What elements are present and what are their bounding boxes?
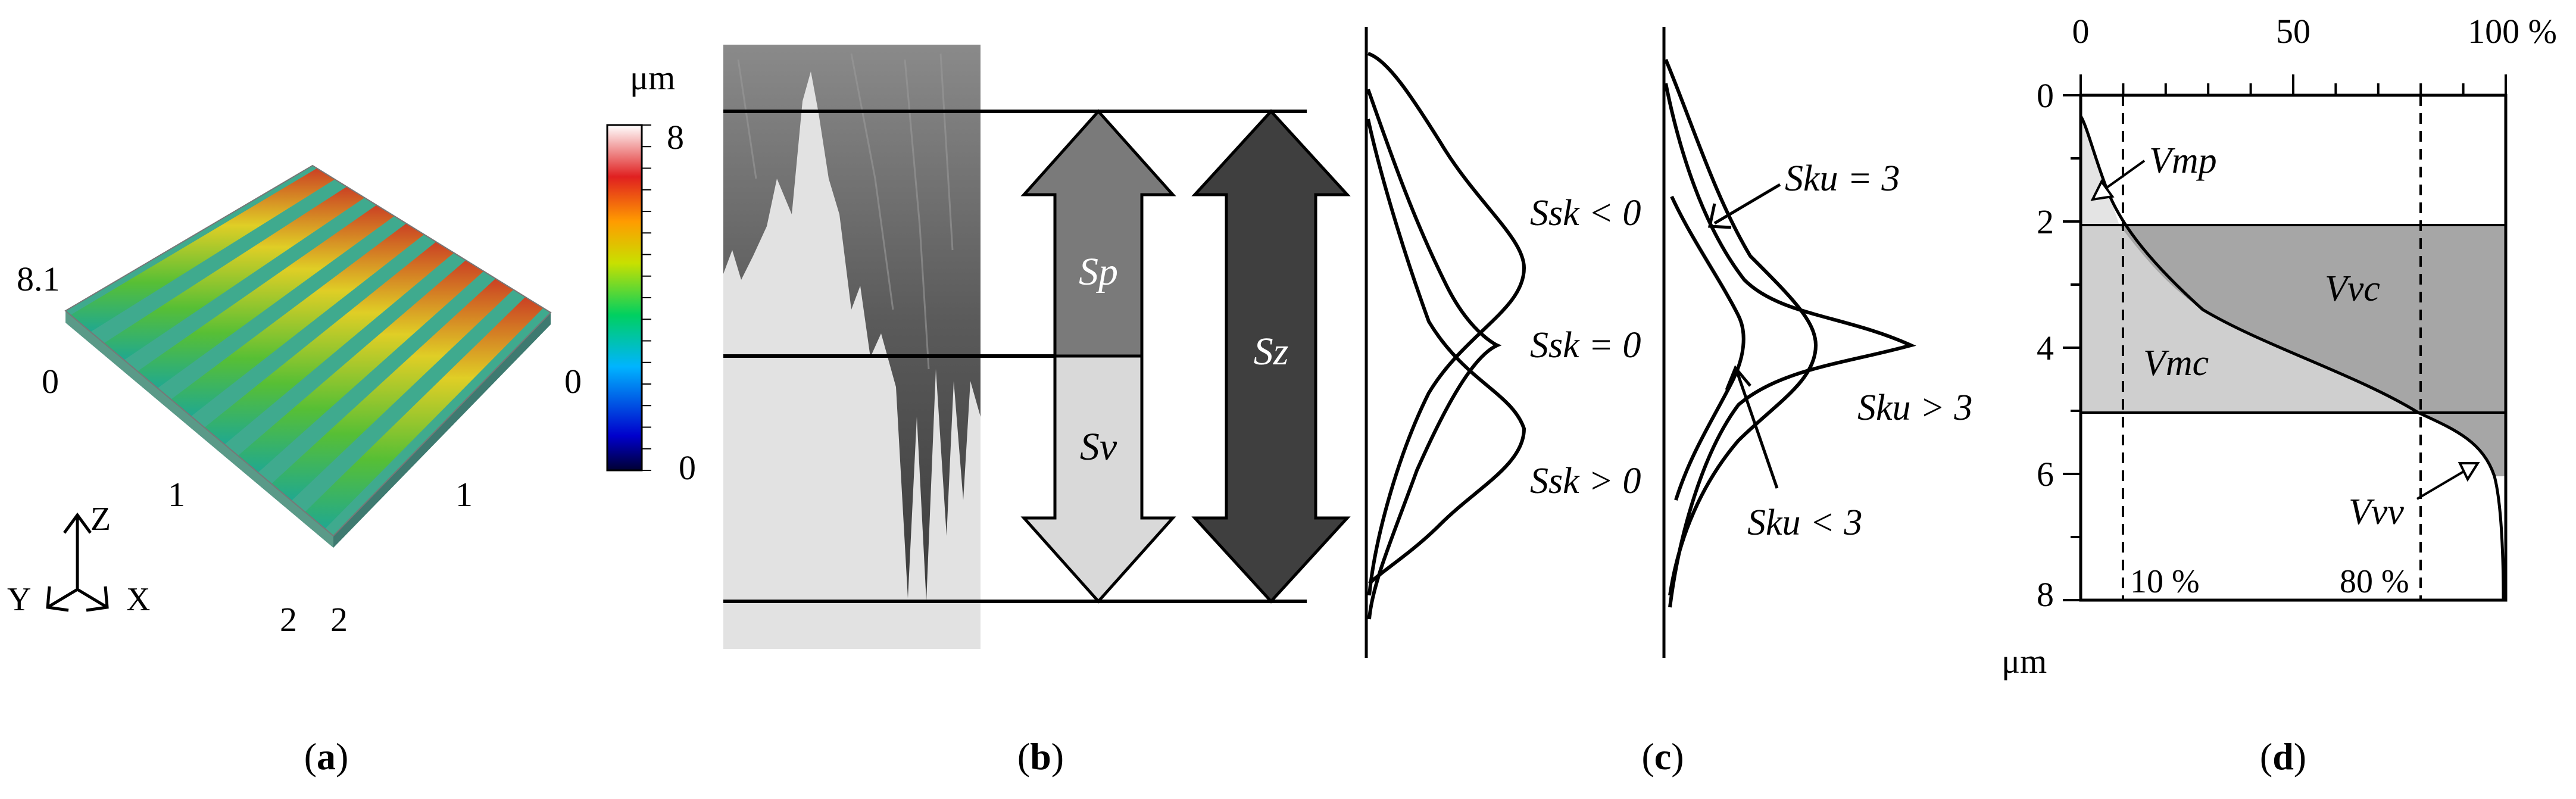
sku-lt-pointer-head xyxy=(1725,365,1751,391)
sku-eq-label: Sku = 3 xyxy=(1785,158,1900,199)
surface-outline xyxy=(64,164,552,537)
sku-lt-pointer xyxy=(1735,372,1779,489)
sku-normal-curve xyxy=(1664,58,1818,596)
colorbar-ticks xyxy=(642,124,651,471)
ssk-negative-curve xyxy=(1367,52,1526,596)
colorbar-min: 0 xyxy=(679,448,696,487)
vvv-label: Vvv xyxy=(2349,492,2404,532)
ssk-zero-curve xyxy=(1366,88,1502,620)
vmc-region xyxy=(2081,225,2418,413)
left-tick-8: 8 xyxy=(2037,575,2054,614)
vvv-region xyxy=(2418,413,2506,476)
sku-eq-pointer xyxy=(1713,183,1781,225)
top-tick-0: 0 xyxy=(2072,12,2090,51)
caption-b: (b) xyxy=(1017,735,1064,778)
sv-label: Sv xyxy=(1080,425,1117,469)
left-tick-4: 4 xyxy=(2037,329,2054,367)
surface-ridge xyxy=(271,278,514,501)
sz-label: Sz xyxy=(1254,330,1289,373)
panel-b: Sp Sv Sz (b) xyxy=(723,45,1351,778)
sku-peaked-curve xyxy=(1664,83,1916,608)
ssk-zero-label: Ssk = 0 xyxy=(1530,325,1641,366)
panel-d: 0 50 100 % 0 2 4 6 8 μm Vmp Vvc Vmc Vvv … xyxy=(2002,12,2557,778)
sku-flat-curve xyxy=(1670,195,1746,501)
sp-label: Sp xyxy=(1079,250,1118,294)
axis-z-label: Z xyxy=(90,501,111,538)
axis-x-label: X xyxy=(126,581,150,618)
profile-texture xyxy=(737,53,954,370)
ssk-negative-label: Ssk < 0 xyxy=(1530,193,1641,233)
panel-c: Ssk < 0 Ssk = 0 Ssk > 0 Sku = 3 Sku > 3 … xyxy=(1365,27,1972,778)
right-two-label: 2 xyxy=(330,600,348,639)
ssk-positive-label: Ssk > 0 xyxy=(1530,461,1641,501)
surface-side-right xyxy=(333,313,551,548)
left-zero-label: 0 xyxy=(42,362,59,401)
colorbar xyxy=(606,124,643,472)
right-one-label: 1 xyxy=(455,475,473,514)
vvv-pointer-head xyxy=(2458,462,2480,482)
surface-ridge xyxy=(305,296,544,529)
depth-unit: μm xyxy=(2002,642,2047,681)
vvv-pointer xyxy=(2416,466,2472,500)
left-one-label: 1 xyxy=(168,475,185,514)
ten-percent-label: 10 % xyxy=(2130,563,2200,600)
surface-ridge xyxy=(204,242,454,445)
vmp-label: Vmp xyxy=(2149,141,2217,181)
surface-ridge xyxy=(137,205,395,388)
sz-arrow xyxy=(1191,109,1351,604)
left-tick-0: 0 xyxy=(2037,76,2054,115)
right-zero-label: 0 xyxy=(564,362,582,401)
z-value-label: 8.1 xyxy=(17,260,60,298)
top-tick-100: 100 % xyxy=(2468,12,2557,51)
colorbar-max: 8 xyxy=(667,118,684,157)
sv-arrow xyxy=(1020,354,1176,604)
sp-arrow xyxy=(1020,109,1176,358)
axis-y-label: Y xyxy=(7,581,31,618)
left-tick-2: 2 xyxy=(2037,202,2054,241)
axis-ticks xyxy=(2063,74,2507,601)
left-two-label: 2 xyxy=(280,600,297,639)
left-tick-6: 6 xyxy=(2037,455,2054,494)
caption-c: (c) xyxy=(1641,735,1684,778)
surface-ridges xyxy=(70,168,544,529)
ssk-positive-curve xyxy=(1366,118,1526,585)
vmc-label: Vmc xyxy=(2143,343,2209,383)
caption-d: (d) xyxy=(2260,735,2306,778)
surface-ridge xyxy=(104,186,365,360)
top-tick-50: 50 xyxy=(2276,12,2310,51)
colorbar-unit: μm xyxy=(630,58,675,97)
sku-gt-label: Sku > 3 xyxy=(1857,388,1972,428)
panel-a: 8.1 0 0 1 1 2 2 Z Y X μm 8 0 (a) xyxy=(7,58,696,778)
surface-side-left xyxy=(65,311,333,548)
vvc-label: Vvc xyxy=(2325,269,2380,309)
surface-ridge xyxy=(70,168,335,332)
surface-ridge xyxy=(171,223,424,417)
surface-ridge xyxy=(238,260,484,473)
vmp-pointer-head xyxy=(2090,179,2115,201)
axis-triad xyxy=(46,512,109,612)
caption-a: (a) xyxy=(304,735,349,778)
sku-eq-pointer-head xyxy=(1707,203,1732,229)
eighty-percent-label: 80 % xyxy=(2340,563,2409,600)
sku-lt-label: Sku < 3 xyxy=(1747,503,1862,543)
